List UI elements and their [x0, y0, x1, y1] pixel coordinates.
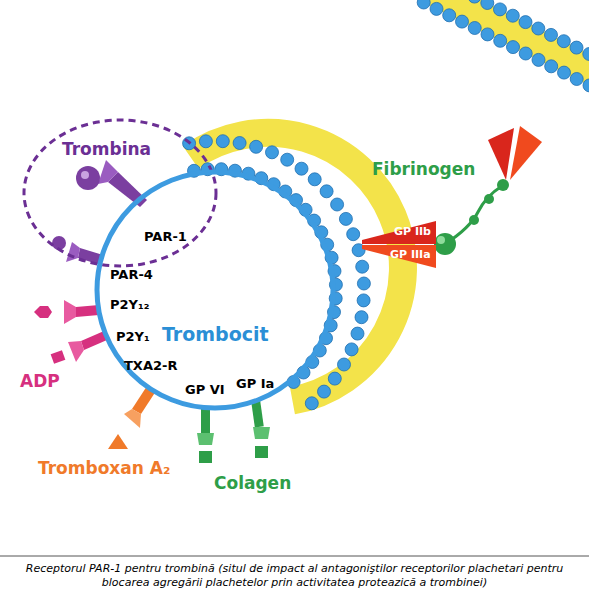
receptor-label: TXA2-R	[124, 359, 177, 374]
receptor-label: GP IIb	[394, 226, 431, 239]
ligand-label: Fibrinogen	[372, 160, 475, 180]
ligand-label: ADP	[20, 372, 60, 392]
receptor-label: P2Y₁	[116, 330, 150, 345]
receptor-label: P2Y₁₂	[110, 298, 149, 313]
ligand-label: Trombina	[62, 140, 151, 160]
upper-gp-receptor	[488, 126, 542, 180]
p2y1-receptor	[51, 331, 107, 364]
receptor-label: PAR-1	[144, 230, 187, 245]
p2y12-receptor	[34, 300, 99, 324]
caption-rule	[0, 556, 589, 557]
gp-receptor: GP IIIa	[362, 245, 436, 268]
caption: Receptorul PAR-1 pentru trombină (situl …	[12, 562, 577, 591]
gp-receptor: GP IIb	[362, 221, 436, 244]
lipid-heads	[183, 0, 589, 410]
receptor-label: PAR-4	[110, 268, 153, 283]
receptor-label: GP VI	[185, 383, 225, 398]
gpia-receptor	[251, 400, 270, 458]
ligand-label: Tromboxan A₂	[38, 459, 170, 479]
gpvi-receptor	[197, 407, 214, 463]
txa2-receptor	[108, 386, 156, 449]
dashed-highlight: TrombinaPAR-1	[22, 118, 218, 268]
receptor-label: GP IIIa	[390, 249, 431, 262]
ligand-label: Colagen	[214, 474, 291, 494]
fibrinogen-molecule	[434, 179, 509, 255]
receptor-label: GP Ia	[236, 377, 274, 392]
cell-label: Trombocit	[162, 324, 269, 346]
